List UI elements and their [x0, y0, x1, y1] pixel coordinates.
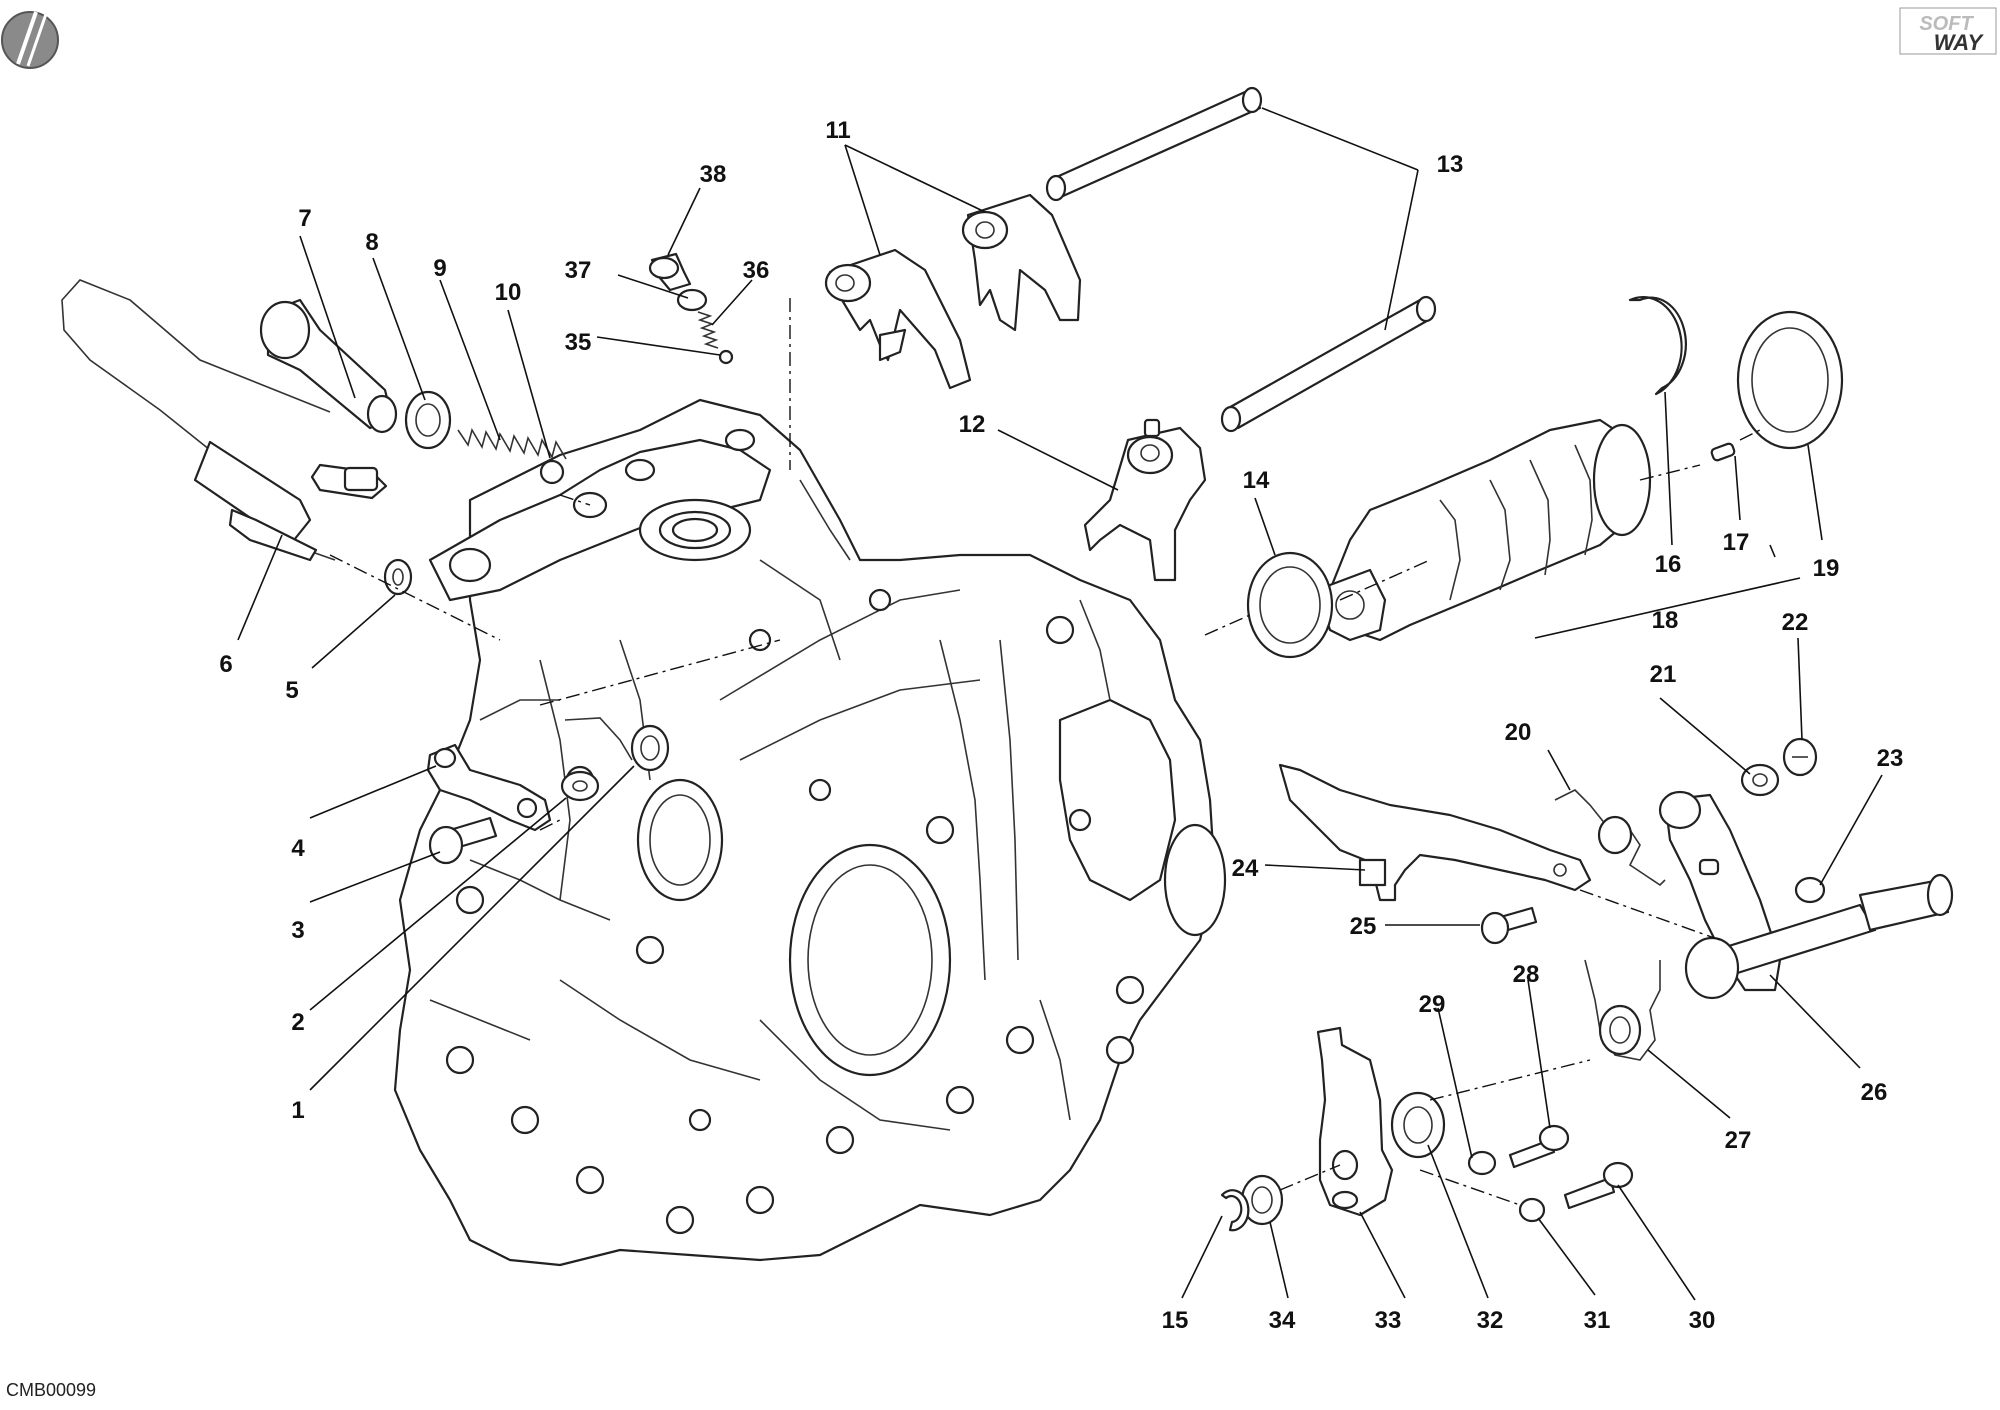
ring-19	[1736, 310, 1844, 450]
callout-27: 27	[1725, 1127, 1752, 1154]
bracket-18-end	[1769, 544, 1776, 558]
plate-33	[1316, 1026, 1394, 1217]
ball-35	[718, 349, 734, 365]
shift-fork-12	[1083, 418, 1207, 582]
callout-25: 25	[1350, 913, 1377, 940]
washer-31	[1518, 1197, 1546, 1223]
callout-6: 6	[219, 651, 232, 678]
leader-lines	[237, 107, 1883, 1301]
softway-logo: SOFT WAY	[1899, 7, 1997, 55]
washer-29	[1467, 1150, 1497, 1176]
washer-34	[1240, 1174, 1284, 1226]
bushing-32	[1390, 1091, 1446, 1159]
washer-5	[383, 558, 413, 596]
callout-38: 38	[700, 161, 727, 188]
ball-10	[539, 459, 565, 485]
circlip-15	[1220, 1189, 1250, 1232]
crankcase-half	[393, 398, 1227, 1267]
screw-38	[648, 252, 692, 292]
callout-7: 7	[298, 205, 311, 232]
callout-31: 31	[1584, 1307, 1611, 1334]
fork-rod-lower	[1220, 295, 1437, 433]
washer-2	[560, 770, 600, 802]
corner-disc-icon	[1, 11, 59, 69]
callout-1: 1	[291, 1097, 304, 1124]
shift-fork-11b	[961, 193, 1082, 332]
washer-21	[1740, 763, 1780, 797]
spring-20	[1554, 789, 1666, 887]
bracket-18	[1534, 577, 1801, 639]
clip-22	[1782, 737, 1818, 777]
selector-drum-18	[1318, 418, 1652, 642]
circlip-16	[1628, 295, 1687, 396]
callout-24: 24	[1232, 855, 1259, 882]
spring-36	[697, 311, 719, 349]
callout-22: 22	[1782, 609, 1809, 636]
callout-19: 19	[1813, 555, 1840, 582]
bushing-23	[1794, 876, 1826, 904]
bearing-14	[1246, 551, 1334, 659]
callout-11: 11	[825, 117, 850, 144]
callout-23: 23	[1877, 745, 1904, 772]
svg-text:WAY: WAY	[1934, 30, 1985, 55]
callout-18: 18	[1652, 607, 1679, 634]
callout-26: 26	[1861, 1079, 1888, 1106]
callout-5: 5	[285, 677, 298, 704]
callout-33: 33	[1375, 1307, 1402, 1334]
callout-32: 32	[1477, 1307, 1504, 1334]
callout-17: 17	[1723, 529, 1750, 556]
bolt-3	[428, 816, 498, 865]
callout-15: 15	[1162, 1307, 1189, 1334]
callout-29: 29	[1419, 991, 1446, 1018]
pawl-plate-24	[1278, 763, 1592, 902]
callout-37: 37	[565, 257, 592, 284]
callout-3: 3	[291, 917, 304, 944]
callout-35: 35	[565, 329, 592, 356]
gear-sensor-assembly	[61, 279, 388, 562]
bolt-25	[1480, 906, 1538, 945]
shift-fork-11a	[824, 248, 972, 390]
spring-27	[1584, 959, 1661, 1061]
washer-37	[676, 288, 708, 312]
svg-text:SOFT: SOFT	[1919, 13, 1974, 35]
screw-28	[1508, 1124, 1570, 1169]
drawing-code: CMB00099	[6, 1380, 97, 1400]
lever-4	[426, 743, 552, 832]
callout-14: 14	[1243, 467, 1270, 494]
callout-labels: 1 2 3 4 5 6 7 8 9 10 11 12 13 14 15 16 1…	[219, 117, 1903, 1334]
plug-7	[259, 298, 398, 434]
callout-13: 13	[1437, 151, 1464, 178]
fork-rod-upper	[1045, 86, 1263, 202]
callout-34: 34	[1269, 1307, 1296, 1334]
callout-16: 16	[1655, 551, 1682, 578]
callout-4: 4	[291, 835, 305, 862]
callout-28: 28	[1513, 961, 1540, 988]
callout-20: 20	[1505, 719, 1532, 746]
pin-17	[1710, 442, 1736, 462]
selector-arm-26	[1658, 790, 1954, 1000]
seal-ring-8	[404, 390, 452, 450]
callout-21: 21	[1650, 661, 1677, 688]
callout-12: 12	[959, 411, 986, 438]
callout-10: 10	[495, 279, 522, 306]
callout-2: 2	[291, 1009, 304, 1036]
callout-36: 36	[743, 257, 770, 284]
screw-30	[1563, 1161, 1634, 1210]
callout-9: 9	[433, 255, 446, 282]
callout-8: 8	[365, 229, 378, 256]
callout-30: 30	[1689, 1307, 1716, 1334]
spring-1	[564, 717, 670, 772]
